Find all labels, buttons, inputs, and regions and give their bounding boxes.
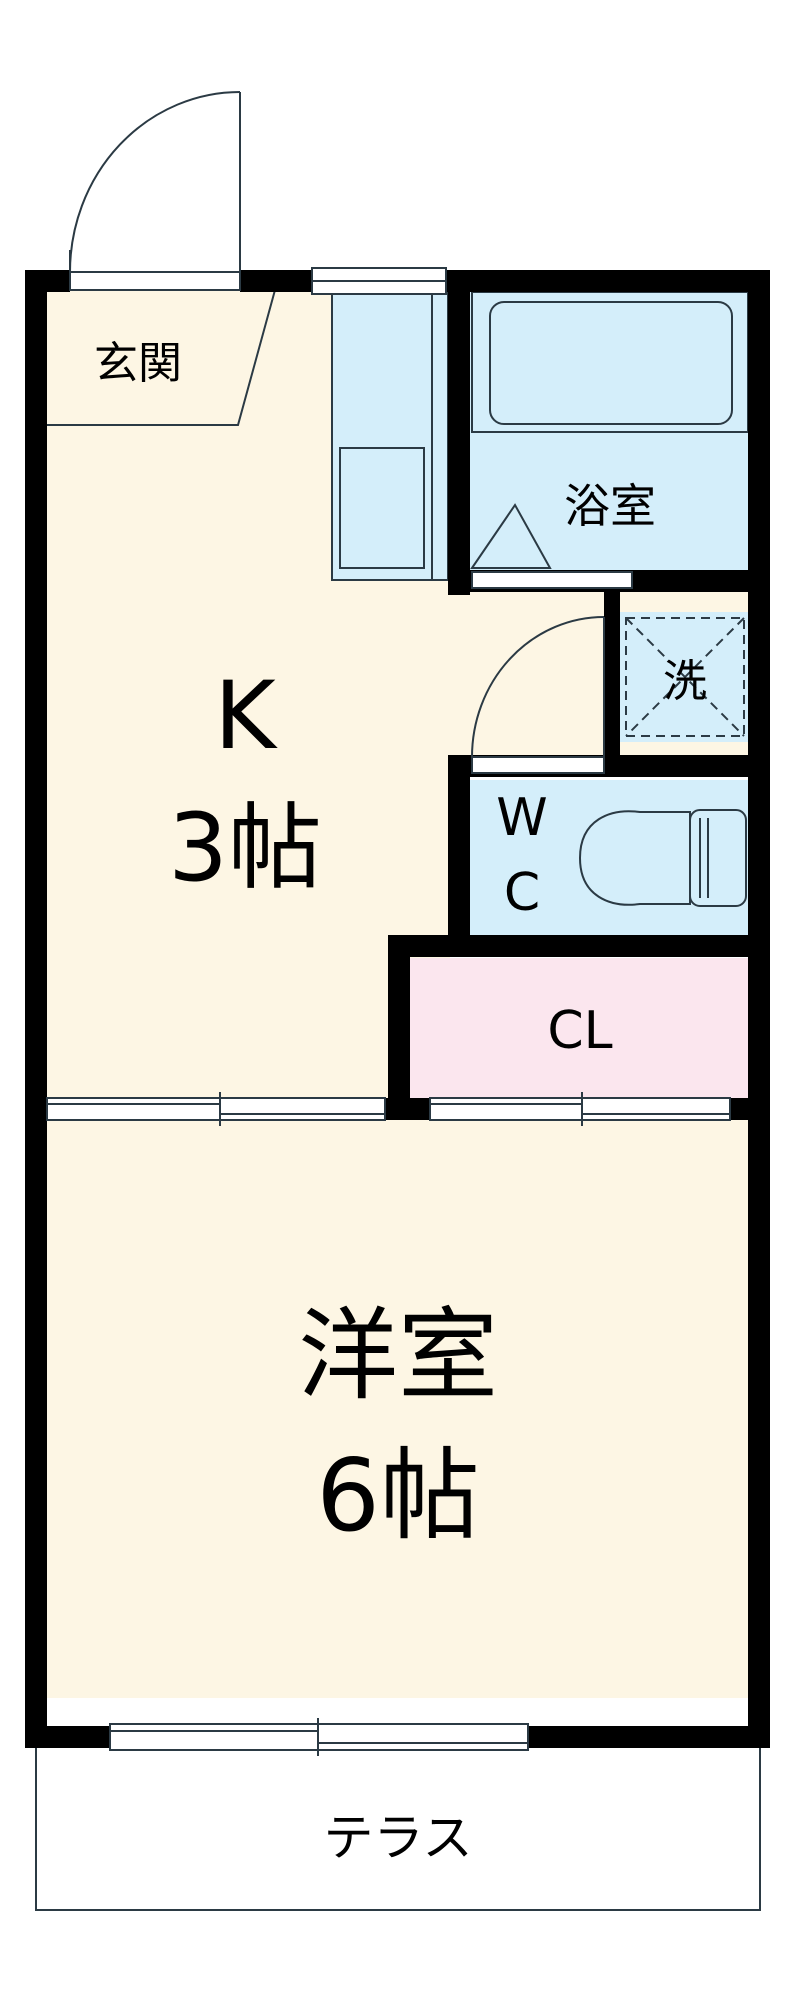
- entrance-door: [69, 91, 241, 273]
- closet-sliding-door: [429, 1092, 731, 1126]
- toilet-tank: [689, 809, 747, 907]
- wall-top-left: [25, 270, 70, 292]
- label-western: 洋室: [298, 1297, 498, 1414]
- wall-toilet-left: [448, 755, 470, 955]
- wall-divider-mid: [385, 1098, 430, 1120]
- label-toilet-c: C: [504, 863, 540, 923]
- toilet-fixture: [578, 809, 747, 907]
- door-gaps: [69, 271, 633, 774]
- toilet-door-gap: [471, 756, 605, 774]
- toilet-door: [471, 616, 605, 758]
- bath-door-gap: [471, 571, 633, 589]
- wall-toilet-bottom: [388, 935, 770, 957]
- wall-closet-left: [388, 935, 410, 1118]
- washer-space: [625, 617, 745, 737]
- bath-drain-triangle: [470, 503, 552, 569]
- bathtub: [471, 291, 749, 433]
- top-window: [311, 267, 447, 295]
- wall-bottom-left: [25, 1726, 110, 1748]
- label-toilet-w: W: [496, 788, 547, 848]
- toilet-door-arc: [471, 616, 605, 758]
- wall-divider-right: [730, 1098, 770, 1120]
- wall-bottom-right: [528, 1726, 770, 1748]
- label-western-size: 6帖: [316, 1437, 480, 1554]
- wall-top-mid: [240, 270, 312, 292]
- entrance-door-arc: [69, 91, 241, 273]
- washer-box: [625, 617, 745, 737]
- wall-right: [748, 270, 770, 1748]
- kitchen-counter: [331, 289, 449, 581]
- toilet-bowl: [578, 810, 691, 906]
- stove: [339, 447, 425, 569]
- genkan-step-line: [45, 289, 276, 426]
- terrace-outline: [35, 1748, 761, 1911]
- western-floor: [45, 1118, 750, 1698]
- wall-top-right: [448, 270, 770, 292]
- label-closet: CL: [547, 1001, 612, 1061]
- wall-bath-left: [448, 270, 470, 595]
- label-bath: 浴室: [564, 479, 656, 533]
- washer-cross-2: [625, 617, 745, 737]
- closet-floor: [410, 958, 750, 1098]
- sliding-door-left: [46, 1092, 386, 1126]
- counter: [331, 289, 449, 581]
- label-washer: 洗: [663, 656, 707, 707]
- bottom-window: [109, 1718, 529, 1756]
- wall-washer-left: [604, 592, 620, 770]
- wall-left: [25, 270, 47, 1748]
- labels: 玄関 浴室 K 3帖 洗 W C CL 洋室 6帖 テラス: [94, 338, 707, 1867]
- label-kitchen: K: [214, 662, 278, 771]
- label-kitchen-size: 3帖: [168, 794, 322, 903]
- bathtub-inner: [489, 301, 733, 425]
- windows: [46, 267, 731, 1756]
- entrance-door-gap: [69, 271, 241, 291]
- label-genkan: 玄関: [94, 338, 182, 389]
- label-terrace: テラス: [324, 1809, 473, 1867]
